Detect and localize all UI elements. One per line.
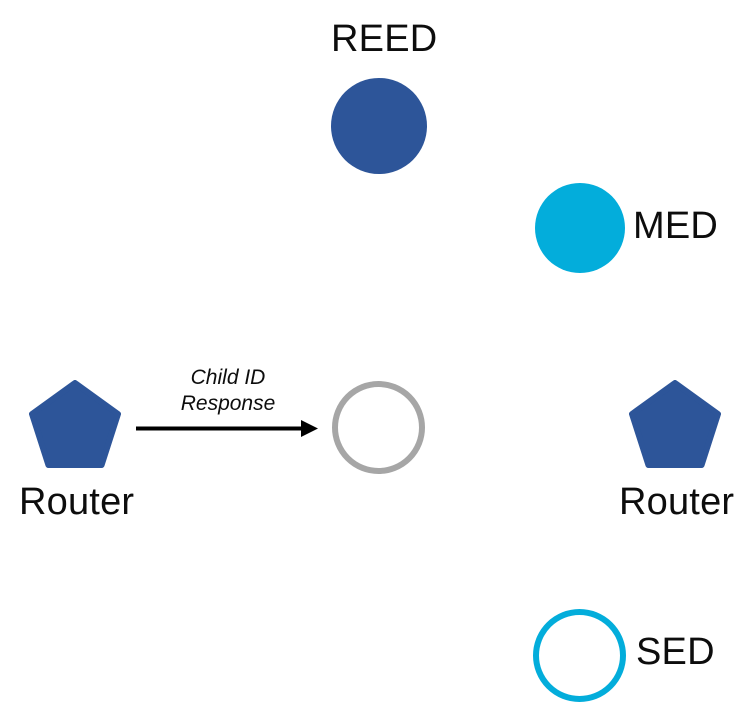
node-label-router-left: Router: [19, 481, 135, 523]
edge-label-line-1: Child ID: [190, 366, 266, 389]
pentagon-path: [629, 380, 721, 468]
edge-label-child-id-response: Child ID Response: [128, 365, 328, 417]
edge-arrow-child-id-response: [136, 420, 318, 437]
reed-node-circle[interactable]: [331, 78, 427, 174]
joiner-node-circle[interactable]: [332, 381, 425, 474]
arrow-head-icon: [301, 420, 318, 437]
node-label-sed: SED: [636, 631, 715, 673]
node-label-reed: REED: [331, 18, 438, 60]
sed-node-circle[interactable]: [533, 609, 626, 702]
router-left-pentagon[interactable]: [29, 380, 121, 470]
node-label-med: MED: [633, 205, 719, 247]
edge-label-line-2: Response: [180, 392, 276, 415]
pentagon-path: [29, 380, 121, 468]
med-node-circle[interactable]: [535, 183, 625, 273]
router-right-pentagon[interactable]: [629, 380, 721, 470]
node-label-router-right: Router: [619, 481, 735, 523]
